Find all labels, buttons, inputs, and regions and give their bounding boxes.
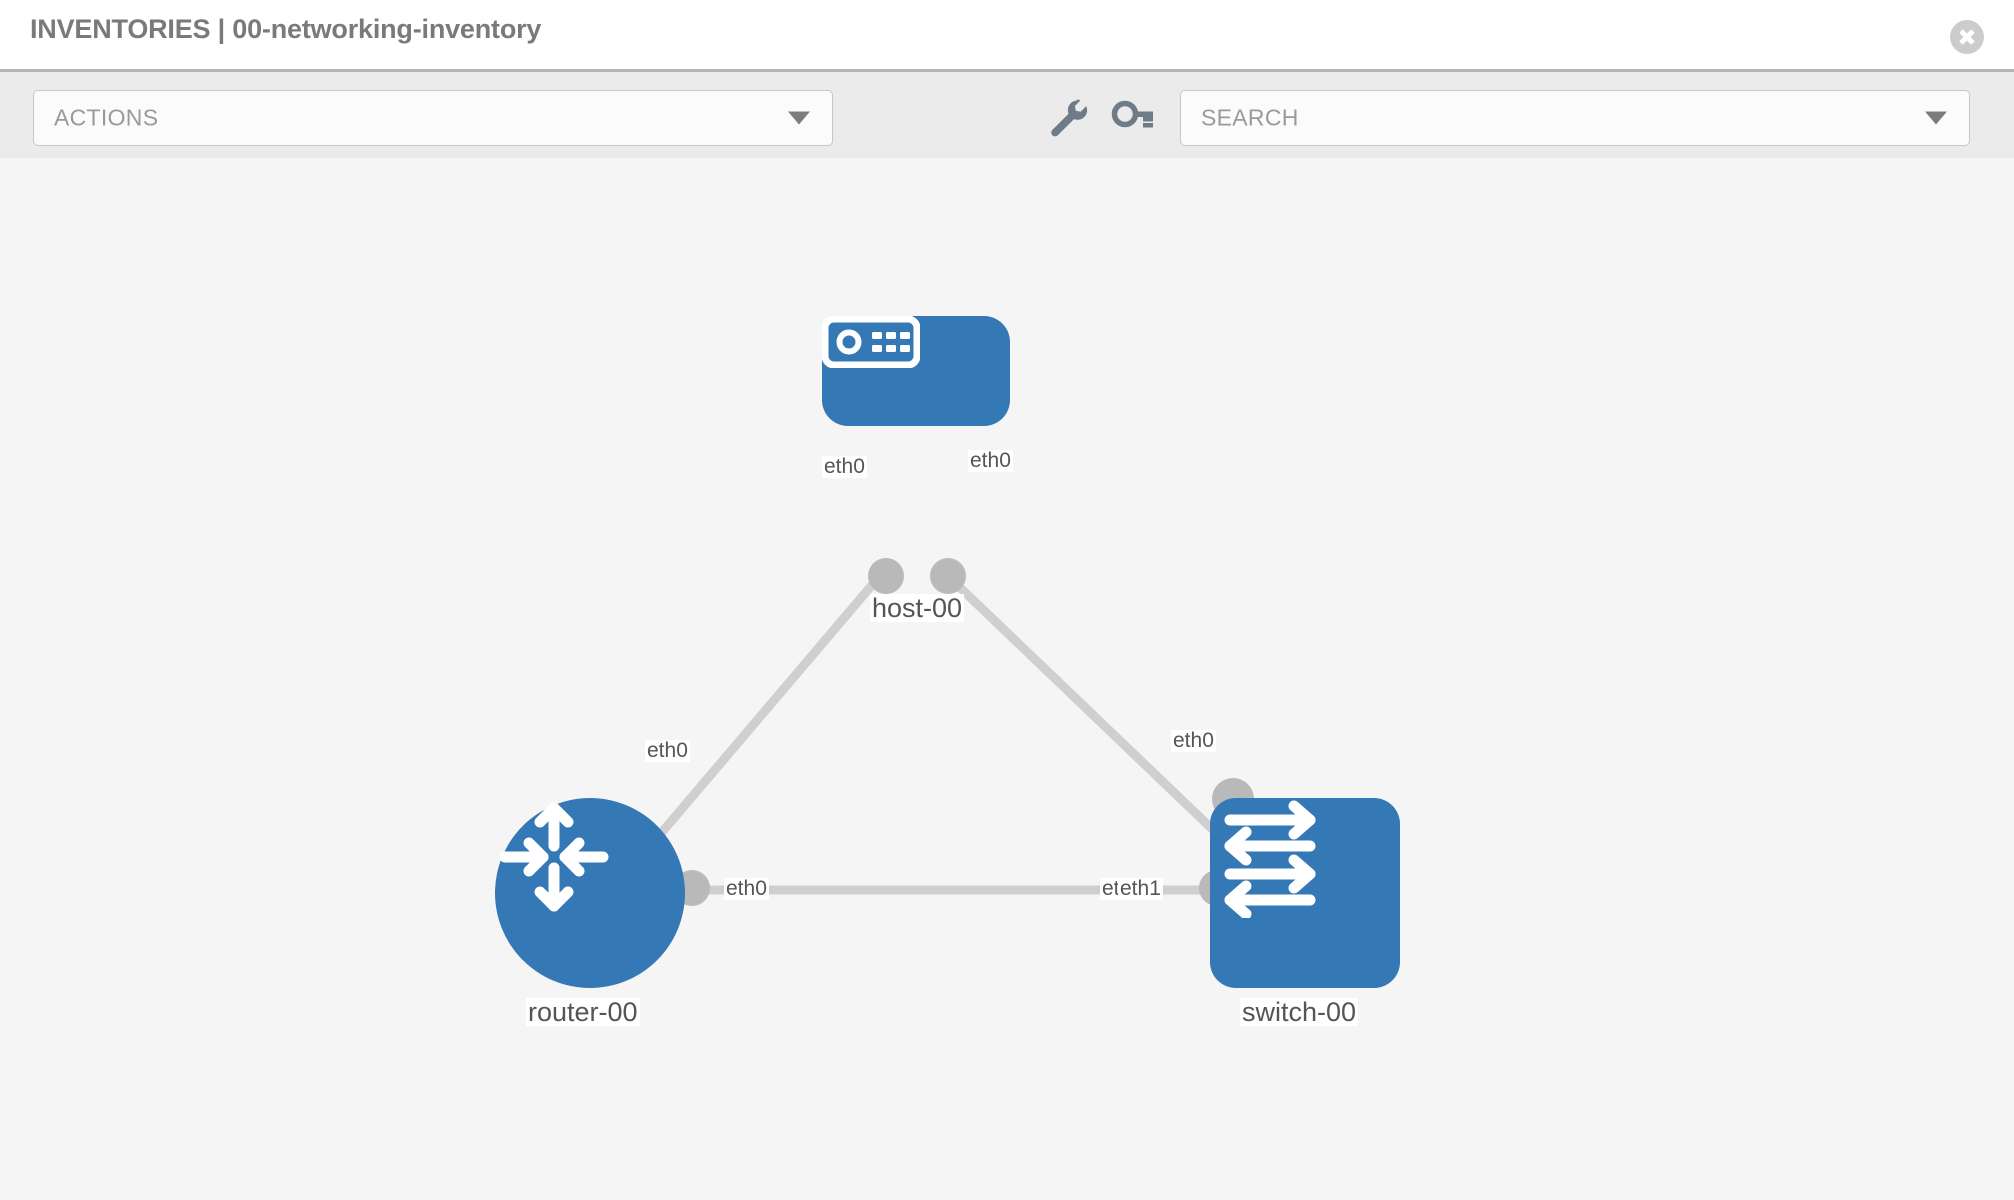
chevron-down-icon: [788, 111, 810, 125]
port-label-host-left: eth0: [822, 455, 867, 479]
port-label-switch-left: eth1: [1118, 877, 1163, 901]
endpoint-host-right[interactable]: [930, 558, 966, 594]
node-label-router-00: router-00: [526, 997, 640, 1027]
host-node-shape[interactable]: [822, 316, 1010, 426]
switch-arrows-icon: [1224, 800, 1316, 918]
search-input[interactable]: SEARCH: [1180, 90, 1970, 146]
actions-dropdown[interactable]: ACTIONS: [33, 90, 833, 146]
server-icon: [822, 316, 920, 368]
page-title: INVENTORIES | 00-networking-inventory: [30, 14, 542, 44]
close-icon[interactable]: [1950, 20, 1984, 54]
toolbar: ACTIONS SEARCH: [0, 69, 2014, 158]
page-header: INVENTORIES | 00-networking-inventory: [0, 0, 2014, 69]
link-host-router: [635, 573, 883, 863]
search-placeholder: SEARCH: [1201, 104, 1299, 131]
router-node-shape[interactable]: [495, 798, 685, 988]
actions-dropdown-label: ACTIONS: [54, 104, 159, 131]
endpoint-host-left[interactable]: [868, 558, 904, 594]
port-label-switch-up: eth0: [1171, 729, 1216, 753]
router-arrows-icon: [499, 802, 609, 912]
port-label-router-up: eth0: [645, 739, 690, 763]
switch-node-shape[interactable]: [1210, 798, 1400, 988]
node-label-switch-00: switch-00: [1240, 997, 1359, 1027]
port-label-router-right: eth0: [724, 877, 769, 901]
link-host-switch: [945, 573, 1237, 853]
port-label-host-right: eth0: [968, 449, 1013, 473]
topology-canvas[interactable]: host-00 router-00: [0, 158, 2014, 1200]
key-icon[interactable]: [1110, 96, 1156, 140]
topology-links-layer: [635, 573, 1237, 895]
node-label-host-00: host-00: [870, 593, 965, 623]
chevron-down-icon[interactable]: [1925, 111, 1947, 125]
wrench-icon[interactable]: [1043, 96, 1089, 140]
